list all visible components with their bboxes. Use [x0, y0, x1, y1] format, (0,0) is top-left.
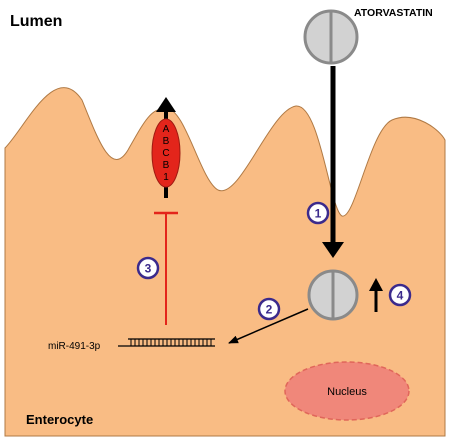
enterocyte-label: Enterocyte [26, 412, 93, 427]
efflux-arrow-head [156, 97, 176, 112]
svg-text:C: C [162, 148, 169, 159]
drug-label: ATORVASTATIN [354, 7, 433, 19]
mirna-strand [118, 338, 215, 347]
enterocyte-cell [4, 87, 446, 437]
step-number: 2 [266, 303, 273, 317]
mirna-label: miR-491-3p [48, 341, 101, 352]
svg-text:B: B [163, 160, 170, 171]
svg-text:1: 1 [163, 172, 169, 183]
step-marker-4: 4 [388, 283, 412, 307]
induction-arrow [228, 308, 309, 344]
numbered-circle-icon [306, 201, 330, 225]
numbered-circle-icon [136, 256, 160, 280]
abcb1-transporter [151, 118, 181, 188]
uptake-arrow-head [322, 242, 344, 258]
pill-icon [303, 9, 359, 65]
step-number: 1 [315, 207, 322, 221]
upregulation-arrow-head [369, 278, 383, 291]
svg-text:A: A [163, 124, 170, 135]
numbered-circle-icon [388, 283, 412, 307]
pill-icon [307, 269, 359, 321]
nucleus [284, 361, 410, 421]
step-marker-3: 3 [136, 256, 160, 280]
step-marker-1: 1 [306, 201, 330, 225]
svg-text:B: B [163, 136, 170, 147]
step-number: 3 [145, 262, 152, 276]
lumen-label: Lumen [10, 13, 62, 30]
step-number: 4 [397, 289, 404, 303]
nucleus-label: Nucleus [327, 386, 367, 398]
step-marker-2: 2 [257, 297, 281, 321]
numbered-circle-icon [257, 297, 281, 321]
abcb1-label: A B C B 1 [162, 124, 169, 183]
